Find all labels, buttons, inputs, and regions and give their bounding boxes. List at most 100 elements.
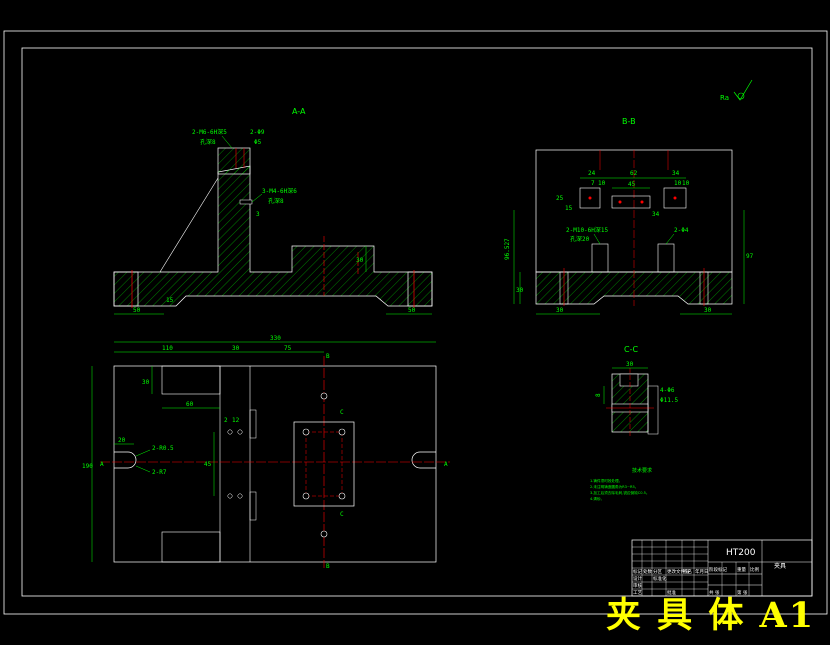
- note-line-2: 2.未注明铸造圆角为R3~R5。: [590, 484, 638, 489]
- dim-bb-24: 24: [588, 170, 596, 177]
- tb-cell-6: 设计: [633, 575, 642, 582]
- plan-view: 330 110 30 75 30 60 190 20 12 2 45 2-R0.…: [82, 335, 450, 570]
- dim-front-10: Φ5: [254, 139, 262, 146]
- dim-front-hole-top-sub: 孔深8: [200, 138, 216, 146]
- tb-cell-4: 签名: [683, 568, 692, 575]
- note-line-1: 1.铸件须时效处理。: [590, 478, 622, 483]
- watermark-title: 夹 具 体 A1: [606, 595, 816, 636]
- dim-plan-45: 45: [204, 461, 212, 468]
- tb-cell-13: 批准: [667, 589, 676, 596]
- dim-bb-30: 30: [516, 287, 524, 294]
- roughness-label: Ra: [720, 94, 729, 102]
- dim-plan-2: 2: [224, 417, 228, 424]
- tb-cell-15: 第 张: [737, 589, 748, 596]
- tb-cell-0: 标记: [633, 568, 642, 575]
- tb-cell-2: 分区: [653, 568, 662, 575]
- plan-hole-1: [302, 428, 310, 436]
- tb-cell-14: 共 张: [709, 589, 720, 596]
- dim-bb-4: 2-Φ4: [674, 227, 689, 234]
- tb-cell-1: 处数: [643, 568, 652, 575]
- section-cc-view: 30 8 4-Φ6 Φ11.5: [595, 361, 678, 438]
- dim-plan-12: 12: [232, 417, 240, 424]
- tb-cell-7: 标准化: [653, 575, 667, 582]
- dim-bb-34: 34: [672, 170, 680, 177]
- dim-bb-15: 15: [565, 205, 573, 212]
- dim-front-30: 30: [356, 257, 364, 264]
- inner-frame: [21, 47, 813, 597]
- dim-front-50-right: 50: [408, 307, 416, 314]
- dim-bb-30c: 30: [704, 307, 712, 314]
- section-bb-view: 24 62 34 45 7 10 10 10 25 15 34 2-M10-6H…: [504, 149, 754, 315]
- label-plan-a-right: A: [444, 461, 448, 468]
- plan-hole-9: [227, 493, 233, 499]
- note-line-3: 3.加工后须去除毛刺,锐边倒钝C0.5。: [590, 490, 650, 495]
- plan-hole-5: [320, 392, 328, 400]
- plan-hole-8: [237, 429, 243, 435]
- dim-plan-330: 330: [270, 335, 281, 342]
- section-title-cc: C-C: [624, 345, 638, 354]
- dim-cc-15: Φ11.5: [660, 397, 678, 404]
- dim-plan-r05: 2-R0.5: [152, 445, 174, 452]
- bb-hole-1: [588, 196, 592, 200]
- dim-plan-30v: 30: [142, 379, 150, 386]
- dim-front-12: 2-Φ9: [250, 129, 265, 136]
- title-material: HT200: [726, 548, 756, 558]
- dim-bb-30b: 30: [556, 307, 564, 314]
- dim-front-50-left: 50: [133, 307, 141, 314]
- plan-hole-10: [237, 493, 243, 499]
- label-plan-b-top: B: [326, 353, 330, 360]
- title-block: HT200 夹具 标记 处数 分区 更改文件号 签名 年月日 设计 标准化 阶段…: [631, 539, 813, 597]
- bb-hole-2: [618, 200, 622, 204]
- dim-bb-hole-sub: 孔深20: [570, 235, 590, 243]
- dim-front-15: 15: [166, 297, 174, 304]
- dim-bb-7: 7: [591, 180, 595, 187]
- plan-hole-4: [338, 492, 346, 500]
- dim-cc-8: 8: [595, 393, 602, 397]
- front-section-view: 50 50 30 15 2-M6-6H深5 孔深8 2-Φ9 Φ5 3-M4-6…: [113, 128, 433, 315]
- technical-notes: 技术要求 1.铸件须时效处理。 2.未注明铸造圆角为R3~R5。 3.加工后须去…: [590, 467, 652, 501]
- plan-hole-3: [302, 492, 310, 500]
- dim-cc-5: 4-Φ6: [660, 387, 675, 394]
- label-plan-c-bot: C: [340, 511, 344, 518]
- dim-plan-60: 60: [186, 401, 194, 408]
- plan-hole-2: [338, 428, 346, 436]
- roughness-symbol: Ra: [720, 79, 753, 102]
- title-name: 夹具: [774, 562, 786, 570]
- dim-bb-25: 25: [556, 195, 564, 202]
- dim-plan-30: 30: [232, 345, 240, 352]
- dim-cc-30: 30: [626, 361, 634, 368]
- section-title-aa: A-A: [292, 107, 306, 116]
- tb-cell-8: 阶段标记: [709, 566, 727, 573]
- tb-cell-5: 年月日: [695, 568, 709, 575]
- dim-bb-10a: 10: [598, 180, 606, 187]
- dim-plan-20: 20: [118, 437, 126, 444]
- dim-plan-190: 190: [82, 463, 93, 470]
- tb-cell-12: 工艺: [633, 590, 642, 596]
- dim-plan-110: 110: [162, 345, 173, 352]
- dim-bb-62: 62: [630, 170, 638, 177]
- dim-bb-45: 45: [628, 181, 636, 188]
- label-plan-a-left: A: [100, 461, 104, 468]
- plan-hole-6: [320, 530, 328, 538]
- tb-cell-11: 审核: [633, 582, 642, 589]
- dim-bb-hole: 2-M10-6H深15: [566, 226, 609, 234]
- section-title-bb: B-B: [622, 117, 636, 126]
- label-plan-b-bot: B: [326, 563, 330, 570]
- dim-bb-10c: 10: [682, 180, 690, 187]
- dim-plan-75: 75: [284, 345, 292, 352]
- label-plan-c-top: C: [340, 409, 344, 416]
- dim-bb-10b: 10: [674, 180, 682, 187]
- notes-title: 技术要求: [632, 467, 652, 474]
- dim-bb-97: 97: [746, 253, 754, 260]
- outer-frame: [3, 30, 828, 615]
- dim-bb-96: 96.527: [504, 238, 511, 260]
- dim-front-hole-mid-sub: 孔深8: [268, 197, 284, 205]
- tb-cell-3: 更改文件号: [667, 568, 690, 575]
- tb-cell-10: 比例: [750, 566, 759, 573]
- dim-front-hole-top: 2-M6-6H深5: [192, 128, 227, 136]
- plan-hole-7: [227, 429, 233, 435]
- dim-bb-34b: 34: [652, 211, 660, 218]
- dim-front-3: 3: [256, 211, 260, 218]
- bb-hole-4: [673, 196, 677, 200]
